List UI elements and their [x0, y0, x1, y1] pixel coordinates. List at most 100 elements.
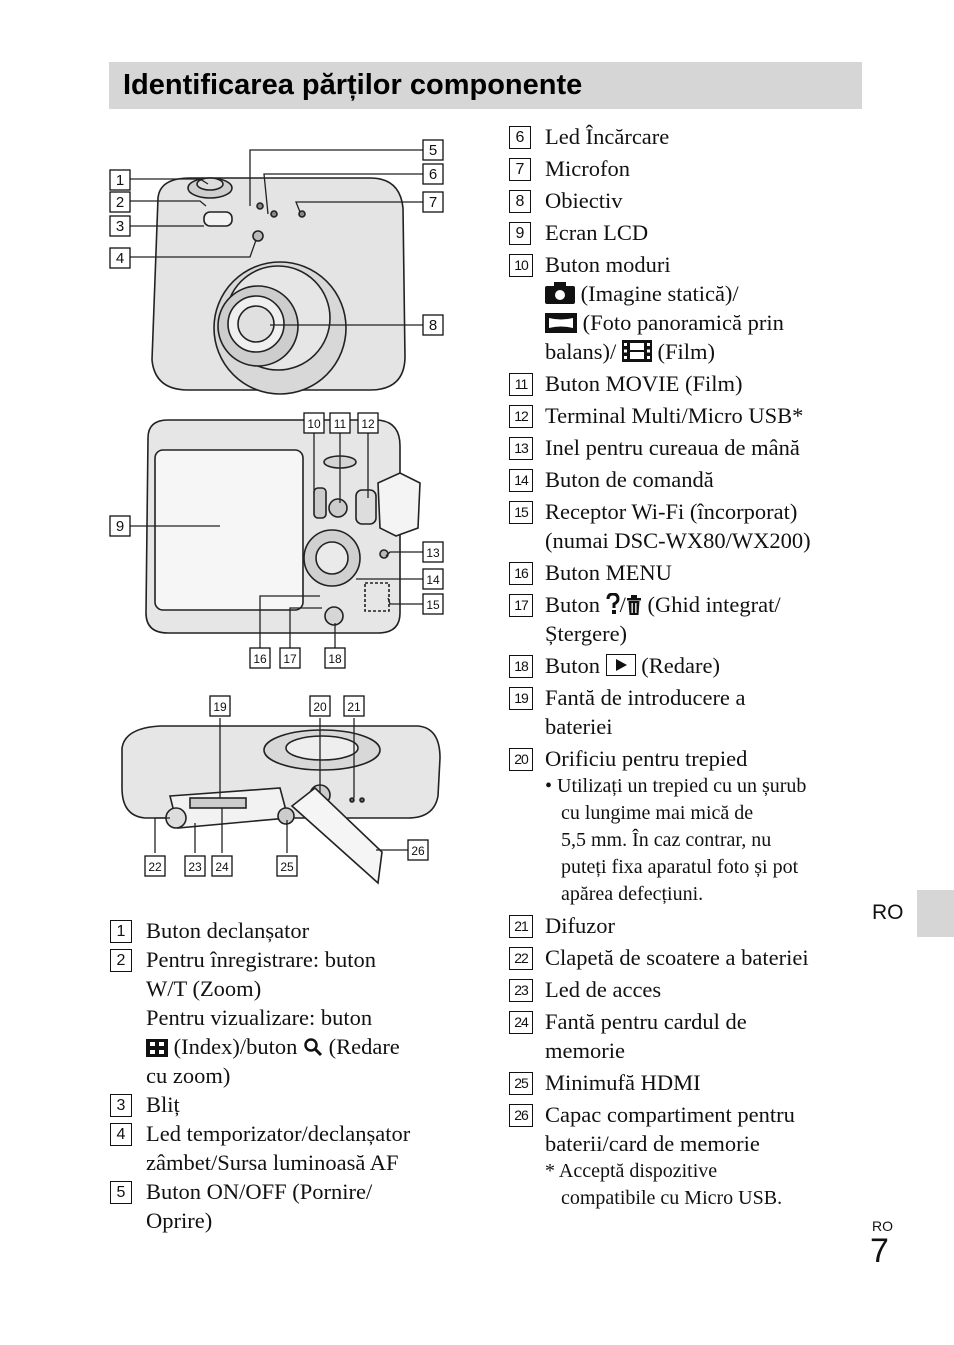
item-text: bateriei [545, 714, 613, 739]
list-item: 19 Fantă de introducere a bateriei [509, 683, 879, 741]
item-note: apărea defecțiuni. [561, 883, 704, 905]
item-text: Ecran LCD [545, 220, 649, 245]
callout-1-text: 1 [116, 172, 124, 189]
callout-10: 10 [303, 412, 325, 434]
callout-12: 12 [357, 412, 379, 434]
item-text: Buton moduri [545, 252, 671, 277]
callout-1: 1 [109, 169, 131, 191]
callout-20: 20 [309, 695, 331, 717]
list-item: 20 Orificiu pentru trepied • Utilizați u… [509, 744, 879, 908]
item-number: 22 [509, 947, 533, 970]
item-note: * Acceptă dispozitive [545, 1160, 718, 1182]
callout-22-text: 22 [148, 860, 162, 874]
item-text: Led temporizator/declanșator [146, 1121, 411, 1146]
callout-3-text: 3 [116, 218, 124, 235]
item-text: Terminal Multi/Micro USB* [545, 403, 804, 428]
callout-17: 17 [279, 647, 301, 669]
item-text: Capac compartiment pentru [545, 1102, 795, 1127]
item-number: 17 [509, 594, 533, 617]
list-item: 14 Buton de comandă [509, 465, 879, 494]
item-number: 24 [509, 1011, 533, 1034]
list-item: 1 Buton declanșator [110, 916, 470, 945]
callout-3: 3 [109, 215, 131, 237]
callout-15-text: 15 [426, 598, 440, 612]
item-text: Buton ON/OFF (Pornire/ [146, 1179, 373, 1204]
list-item: 17 Buton / (Ghid integrat/ Ștergere) [509, 590, 879, 648]
callout-6-text: 6 [429, 166, 437, 183]
item-number: 14 [509, 469, 533, 492]
callout-25: 25 [276, 855, 298, 877]
item-note: 5,5 mm. În caz contrar, nu [561, 829, 772, 851]
callout-26: 26 [407, 839, 429, 861]
page-number: 7 [870, 1232, 889, 1270]
item-number: 21 [509, 915, 533, 938]
item-note: cu lungime mai mică de [561, 802, 754, 824]
callout-lines [130, 149, 423, 853]
trash-delete-icon [626, 595, 641, 615]
callout-23-text: 23 [188, 860, 202, 874]
item-text: Pentru înregistrare: buton [146, 947, 376, 972]
camera-front-view [151, 177, 406, 395]
item-text: Obiectiv [545, 188, 623, 213]
item-number: 4 [110, 1123, 132, 1146]
item-text: (Redare [328, 1034, 400, 1059]
item-text: Difuzor [545, 913, 615, 938]
item-number: 13 [509, 437, 533, 460]
item-text: W/T (Zoom) [146, 976, 262, 1001]
callout-24-text: 24 [215, 860, 229, 874]
camera-mode-icon [545, 282, 575, 304]
item-number: 25 [509, 1072, 533, 1095]
item-text: Bliț [146, 1092, 180, 1117]
callout-9-text: 9 [116, 518, 124, 535]
panorama-mode-icon [545, 313, 577, 333]
item-number: 10 [509, 254, 533, 277]
item-number: 20 [509, 748, 533, 771]
callout-10-text: 10 [307, 417, 321, 431]
list-item: 21 Difuzor [509, 911, 879, 940]
item-text: Fantă pentru cardul de [545, 1009, 747, 1034]
callout-4-text: 4 [116, 250, 124, 267]
item-text: Buton declanșator [146, 918, 310, 943]
callout-8: 8 [422, 314, 444, 336]
callout-19-text: 19 [213, 700, 227, 714]
list-item: 26 Capac compartiment pentru baterii/car… [509, 1100, 879, 1212]
callout-23: 23 [184, 855, 206, 877]
callout-16-text: 16 [253, 652, 267, 666]
callout-17-text: 17 [283, 652, 297, 666]
item-number: 5 [110, 1181, 132, 1204]
item-number: 2 [110, 949, 132, 972]
parts-list-left: 1 Buton declanșator 2 Pentru înregistrar… [110, 916, 470, 1235]
callout-24: 24 [211, 855, 233, 877]
zoom-magnifier-icon [304, 1038, 323, 1057]
callout-25-text: 25 [280, 860, 294, 874]
item-text: (Film) [657, 339, 715, 364]
item-number: 12 [509, 405, 533, 428]
item-number: 1 [110, 920, 132, 943]
callout-19: 19 [209, 695, 231, 717]
camera-diagram: 1 2 3 4 5 6 7 8 9 10 11 12 13 14 15 16 1… [109, 139, 444, 885]
item-number: 15 [509, 501, 533, 524]
callout-13-text: 13 [426, 546, 440, 560]
section-header: Identificarea părților componente [109, 62, 862, 109]
side-tab [917, 890, 954, 937]
list-item: 4 Led temporizator/declanșator zâmbet/Su… [110, 1119, 470, 1177]
item-text: Fantă de introducere a [545, 685, 746, 710]
callout-21-text: 21 [347, 700, 361, 714]
movie-film-icon [621, 340, 652, 362]
list-item: 5 Buton ON/OFF (Pornire/ Oprire) [110, 1177, 470, 1235]
item-text: (numai DSC-WX80/WX200) [545, 528, 811, 553]
item-text: Buton MOVIE (Film) [545, 371, 743, 396]
callout-16: 16 [249, 647, 271, 669]
callout-4: 4 [109, 247, 131, 269]
item-text: Receptor Wi-Fi (încorporat) [545, 499, 798, 524]
callout-11-text: 11 [334, 417, 347, 431]
callout-8-text: 8 [429, 317, 437, 334]
list-item: 3 Bliț [110, 1090, 470, 1119]
item-text: Buton de comandă [545, 467, 714, 492]
callout-12-text: 12 [361, 417, 375, 431]
